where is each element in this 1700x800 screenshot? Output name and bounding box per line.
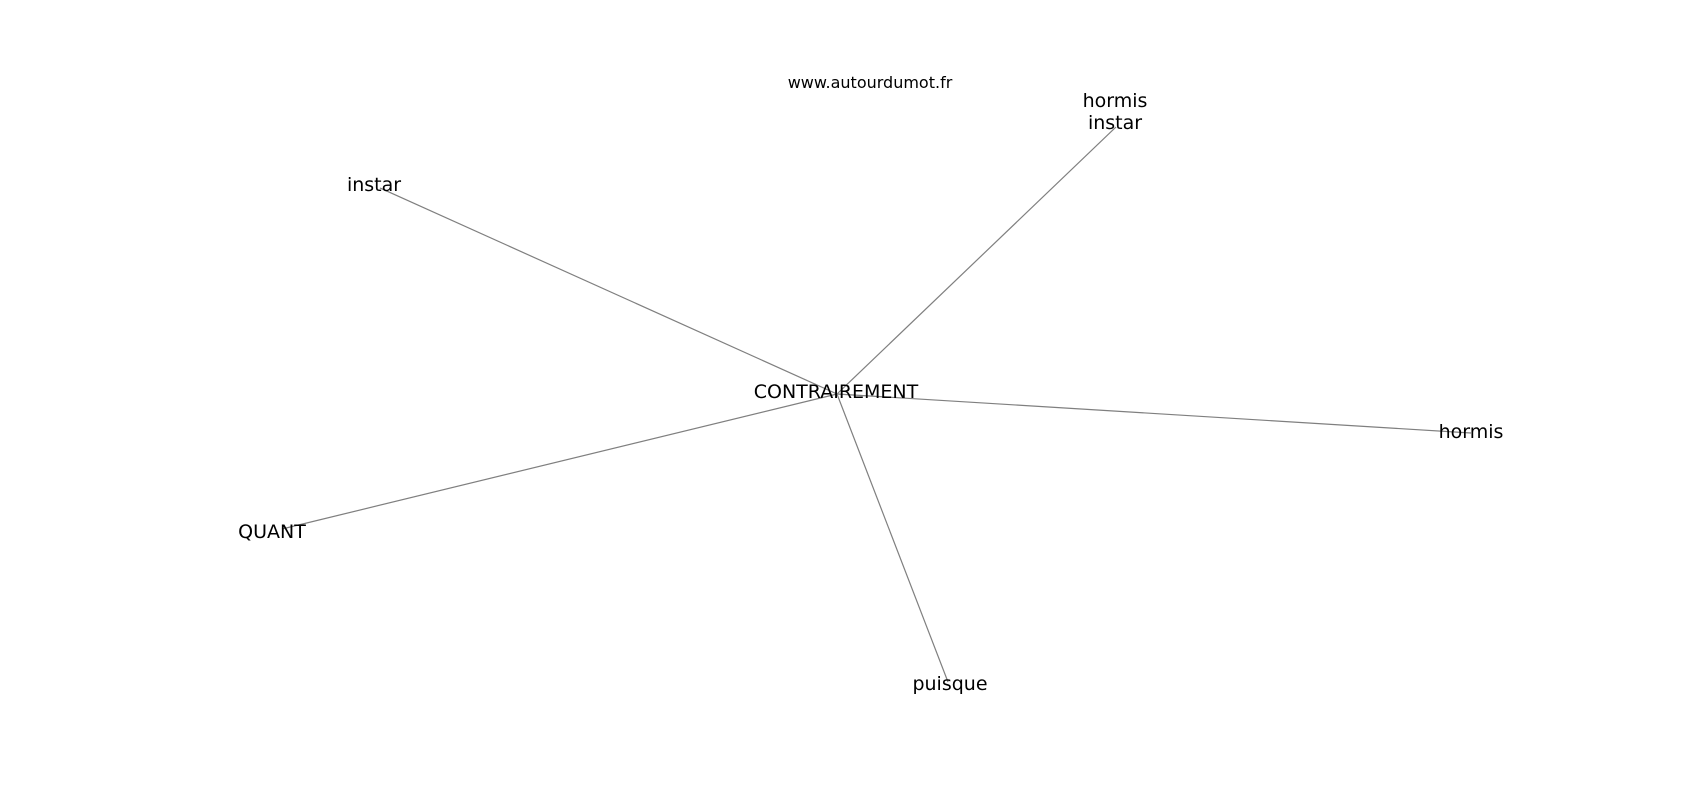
center-node-contrairement-line-0: CONTRAIREMENT <box>754 381 919 403</box>
site-watermark: www.autourdumot.fr <box>788 73 953 92</box>
node-hormis-instar-line-1: instar <box>1088 112 1142 134</box>
node-hormis-instar-line-0: hormis <box>1083 90 1148 112</box>
node-quant-line-0: QUANT <box>238 521 306 543</box>
node-instar: instar <box>347 174 401 196</box>
edge-contrairement-hormis <box>836 393 1472 434</box>
edge-contrairement-instar <box>379 187 838 395</box>
edges-layer <box>281 126 1472 683</box>
edge-contrairement-hormis-instar <box>836 126 1117 395</box>
edge-contrairement-quant <box>281 393 838 530</box>
node-hormis-line-0: hormis <box>1439 421 1504 443</box>
center-node-contrairement: CONTRAIREMENT <box>754 381 919 403</box>
node-hormis: hormis <box>1439 421 1504 443</box>
node-puisque-line-0: puisque <box>912 673 987 695</box>
node-quant: QUANT <box>238 521 306 543</box>
edge-contrairement-puisque <box>836 393 949 683</box>
node-instar-line-0: instar <box>347 174 401 196</box>
node-puisque: puisque <box>912 673 987 695</box>
